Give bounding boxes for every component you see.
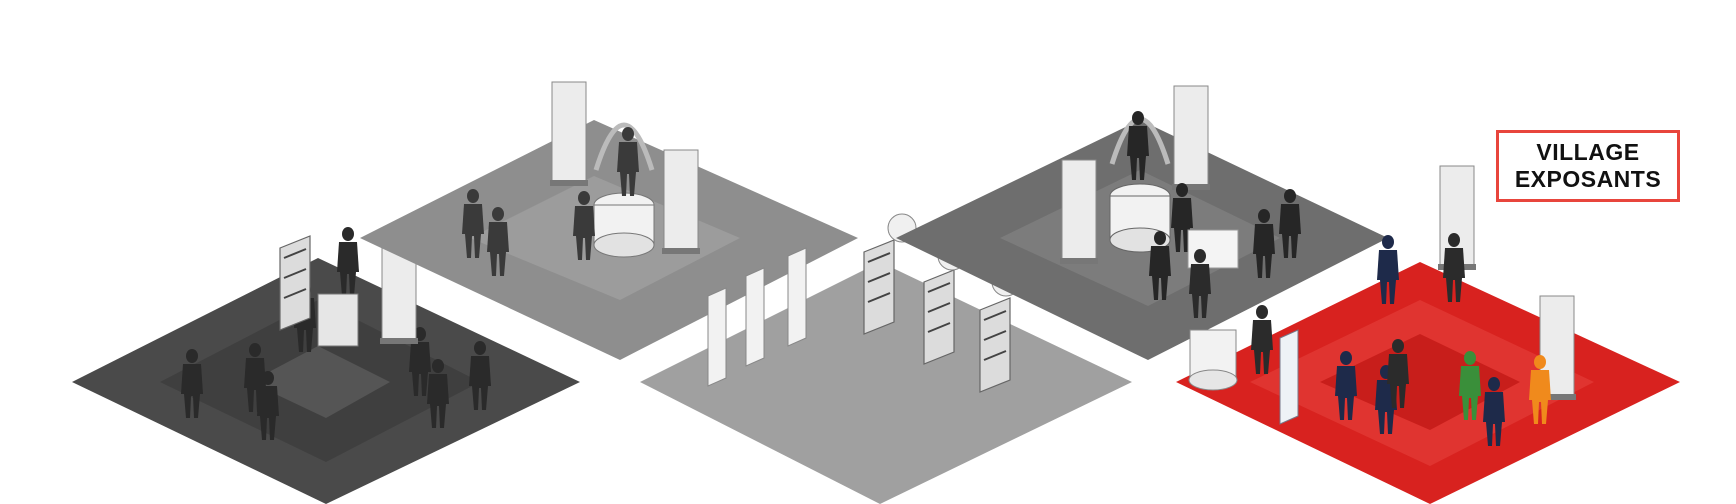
zone-gray-center — [640, 213, 1132, 504]
zone-red-right — [1176, 165, 1680, 504]
zone-dark-left — [72, 227, 580, 504]
label-line-1: VILLAGE — [1536, 139, 1640, 165]
zone-gray-top-right — [896, 85, 1388, 360]
label-line-2: EXPOSANTS — [1514, 166, 1662, 192]
village-exposants-label: VILLAGE EXPOSANTS — [1496, 130, 1680, 202]
zone-gray-top-left — [360, 81, 858, 360]
